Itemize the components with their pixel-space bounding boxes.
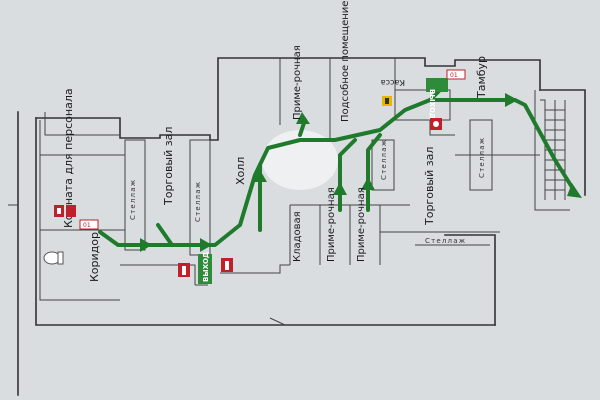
toilet-icon xyxy=(43,251,64,265)
exit-sign-left: ВЫХОД xyxy=(198,252,212,284)
exit-sign-text: ВЫХОД xyxy=(428,89,436,119)
rack-label: Стеллаж xyxy=(194,181,202,222)
evacuation-arrow-icon xyxy=(361,177,375,190)
room-label-corridor: Коридор xyxy=(88,232,101,282)
room-label-fitting-2: Приме-рочная xyxy=(326,187,337,262)
evacuation-arrow-icon xyxy=(296,112,310,124)
exit-sign-right: ВЫХОД xyxy=(426,78,448,119)
room-label-cashier: Касса xyxy=(381,78,405,87)
evacuation-arrow-icon xyxy=(200,238,212,252)
room-labels: Комната для персонала Коридор Торговый з… xyxy=(62,1,488,282)
room-label-sales-hall-1: Торговый зал xyxy=(162,127,175,206)
evacuation-route xyxy=(98,83,582,252)
room-label-staff: Комната для персонала xyxy=(62,88,75,228)
evacuation-arrow-icon xyxy=(253,170,267,182)
fire-alarm-button-icon xyxy=(430,118,442,130)
fixtures xyxy=(124,89,493,256)
evacuation-arrow-icon xyxy=(140,238,152,252)
room-label-fitting-top: Приме-рочная xyxy=(292,45,303,120)
route-branch-4 xyxy=(338,138,357,212)
room-label-utility: Подсобное помещение xyxy=(340,1,351,122)
room-label-hall: Холл xyxy=(234,157,247,185)
first-aid-icon: 01 xyxy=(446,69,466,80)
room-label-storage: Кладовая xyxy=(292,211,303,262)
phone-number: 01 xyxy=(450,72,458,79)
rack-label: Стеллаж xyxy=(425,237,466,245)
evacuation-arrow-icon xyxy=(505,93,518,107)
room-label-vestibule: Тамбур xyxy=(475,56,488,99)
evacuation-arrow-icon xyxy=(567,183,582,198)
first-aid-icon: 01 xyxy=(79,219,99,230)
rack-label: Стеллаж xyxy=(380,139,388,180)
staircase xyxy=(545,109,565,191)
route-main xyxy=(98,98,577,247)
fire-extinguisher-icon xyxy=(221,258,233,272)
phone-number: 01 xyxy=(83,222,91,229)
you-are-here-icon xyxy=(382,96,392,106)
room-label-fitting-3: Приме-рочная xyxy=(356,187,367,262)
rack-label: Стеллаж xyxy=(478,137,486,178)
room-label-sales-hall-2: Торговый зал xyxy=(423,147,436,226)
rack-labels: Стеллаж Стеллаж Стеллаж Стеллаж Стеллаж xyxy=(129,137,486,245)
rack-label: Стеллаж xyxy=(129,179,137,220)
evacuation-arrow-icon xyxy=(333,182,347,195)
exit-sign-text: ВЫХОД xyxy=(202,252,210,282)
route-branch-5 xyxy=(366,133,382,212)
route-branch-1 xyxy=(156,223,174,247)
fire-extinguisher-icon xyxy=(54,205,76,217)
fire-extinguisher-icon xyxy=(178,263,190,277)
